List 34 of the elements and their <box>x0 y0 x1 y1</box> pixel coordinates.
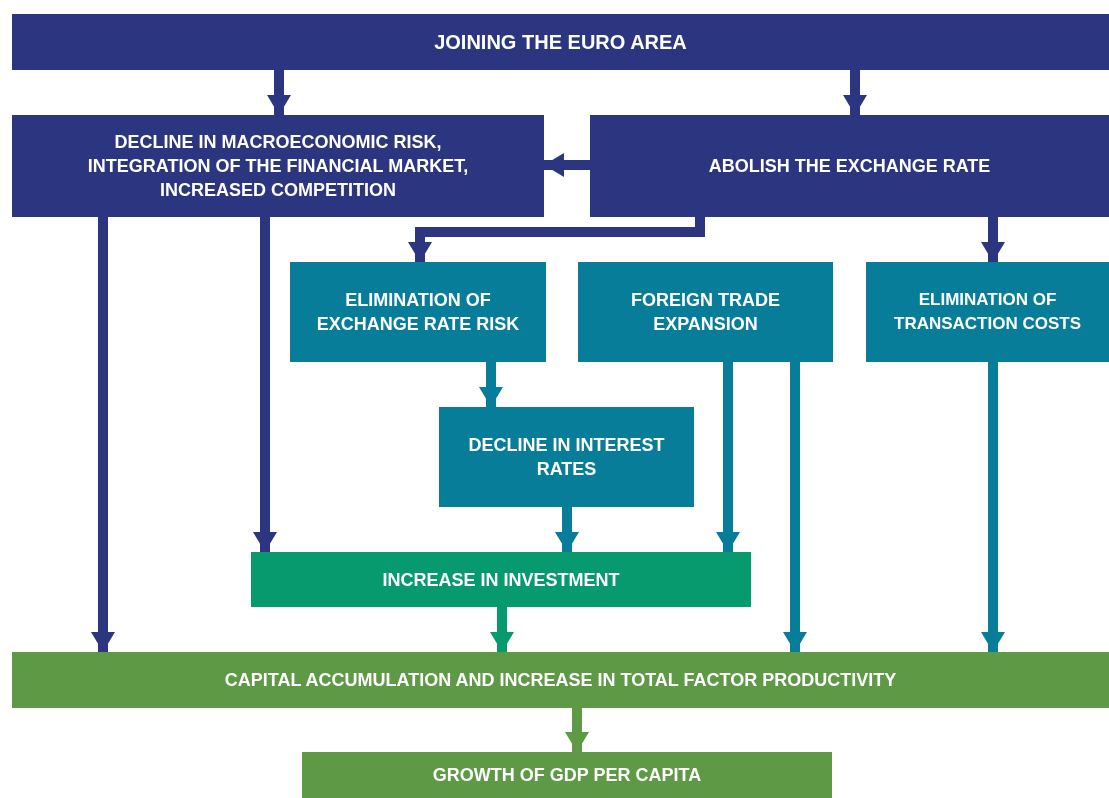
box-label: CAPITAL ACCUMULATION AND INCREASE IN TOTAL FACTOR PRODUCTIVITY <box>224 669 897 692</box>
arrow <box>843 70 867 115</box>
arrow <box>490 607 514 652</box>
box-label: ABOLISH THE EXCHANGE RATE <box>708 155 991 178</box>
box-label: JOINING THE EURO AREA <box>434 30 687 54</box>
arrow <box>267 70 291 115</box>
process-box <box>866 262 1109 362</box>
arrow <box>408 217 705 262</box>
process-box <box>12 14 1109 70</box>
arrow <box>981 362 1005 652</box>
process-box <box>578 262 833 362</box>
box-label: DECLINE IN MACROECONOMIC RISK, INTEGRATION OF THE FINANCIAL MARKET, INCREASED COMPETITION <box>86 131 470 202</box>
arrow <box>479 362 503 407</box>
arrow <box>253 217 277 552</box>
box-label: GROWTH OF GDP PER CAPITA <box>432 764 702 787</box>
arrow <box>783 362 807 652</box>
process-box <box>251 552 751 607</box>
arrow <box>716 362 740 552</box>
arrow <box>555 507 579 552</box>
process-box <box>302 752 832 798</box>
arrow <box>91 217 115 652</box>
box-label: ELIMINATION OF TRANSACTION COSTS <box>893 289 1082 335</box>
process-box <box>12 115 544 217</box>
box-label: ELIMINATION OF EXCHANGE RATE RISK <box>315 289 521 336</box>
process-box <box>439 407 694 507</box>
arrow <box>544 153 590 177</box>
box-label: INCREASE IN INVESTMENT <box>382 568 620 592</box>
arrow <box>981 217 1005 262</box>
process-box <box>590 115 1109 217</box>
process-box <box>12 652 1109 708</box>
process-box <box>290 262 546 362</box>
box-label: DECLINE IN INTEREST RATES <box>467 434 666 481</box>
box-label: FOREIGN TRADE EXPANSION <box>630 289 781 336</box>
arrow <box>565 708 589 752</box>
